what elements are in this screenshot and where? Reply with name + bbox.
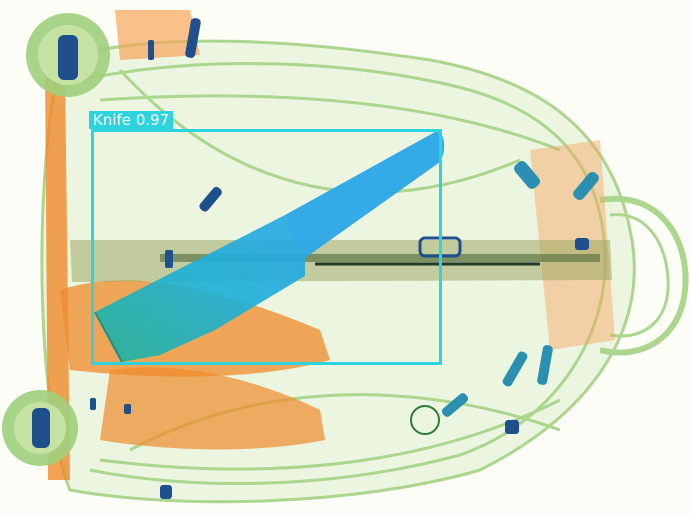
wheel-bottom — [2, 390, 78, 466]
zipper-pulls — [90, 18, 599, 499]
wheel-top — [26, 13, 110, 97]
detection-label: Knife 0.97 — [89, 111, 174, 129]
detection-confidence: 0.97 — [135, 111, 170, 129]
detection-bounding-box — [91, 129, 442, 365]
knife — [94, 131, 445, 363]
detection-class: Knife — [93, 111, 132, 129]
